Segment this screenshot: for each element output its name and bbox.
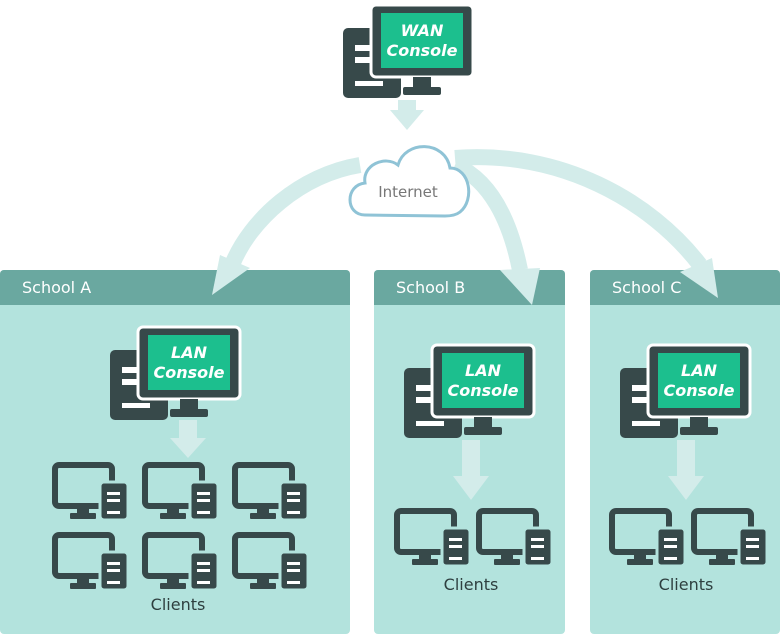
wan-line1: WAN [400,21,444,40]
clients-b-label: Clients [443,575,499,594]
client-icon [612,511,685,566]
lan-c-line2: Console [663,381,735,400]
lan-b-line1: LAN [465,361,501,380]
client-icon [55,535,128,590]
client-icon [235,535,308,590]
client-icon [145,465,218,520]
wan-line2: Console [386,41,458,60]
school-c-header: School C [590,270,780,305]
school-a-header: School A [0,270,350,305]
clients-c-label: Clients [658,575,714,594]
arrow-to-b-head [500,268,540,305]
arrow-to-c-head [680,258,718,298]
internet-label: Internet [378,183,438,201]
wan-arrow-shaft [398,100,416,112]
lan-c-line1: LAN [681,361,717,380]
client-icon [397,511,470,566]
arrow-to-c [454,149,707,270]
client-icon [694,511,767,566]
wan-arrow-head [390,110,424,130]
arrow-to-a [224,157,362,269]
cloud-icon [348,145,471,218]
client-icon [479,511,552,566]
client-icon [145,535,218,590]
clients-a-label: Clients [150,595,206,614]
client-icon [55,465,128,520]
client-icon [235,465,308,520]
arrows [170,100,718,500]
lan-b-line2: Console [447,381,519,400]
lan-a-line1: LAN [171,343,207,362]
lan-a-line2: Console [153,363,225,382]
arrow-to-a-head [212,255,250,295]
arrow-to-b [451,157,528,272]
